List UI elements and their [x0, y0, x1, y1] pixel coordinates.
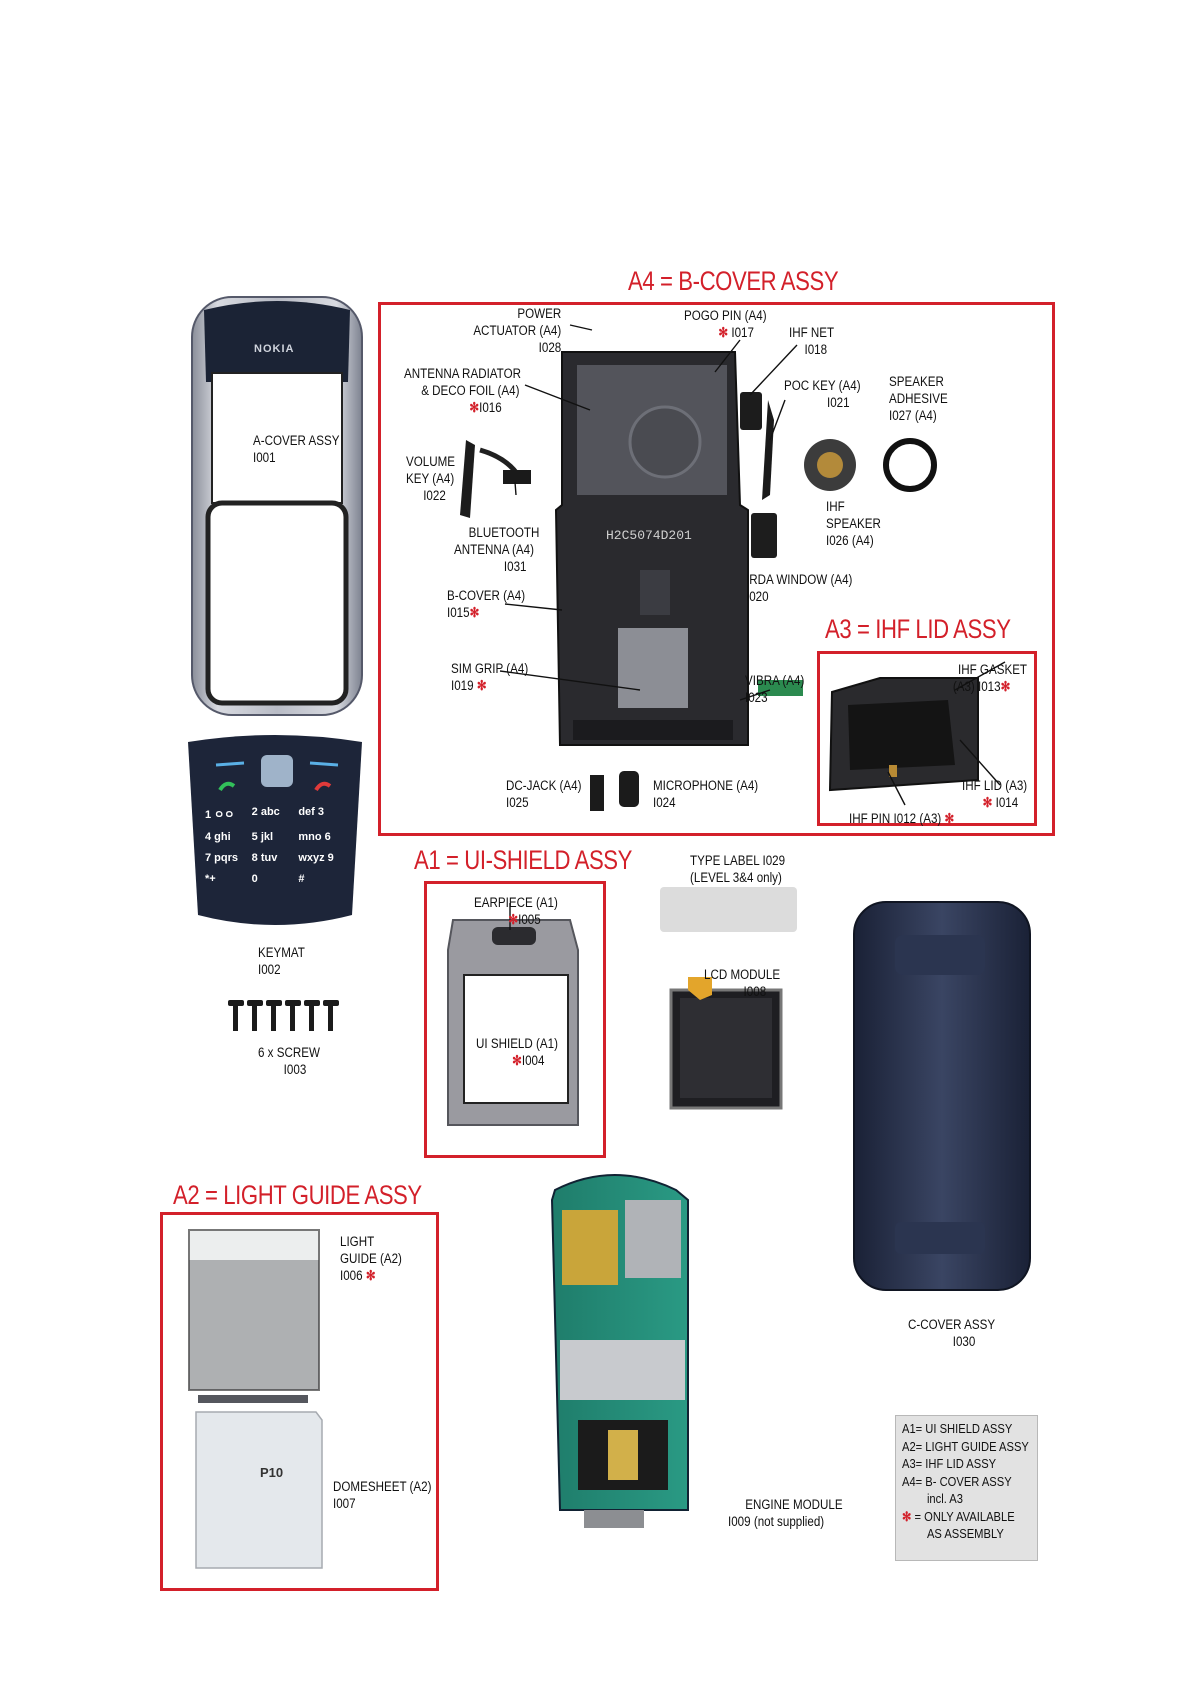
label-microphone: MICROPHONE (A4)I024 [653, 777, 758, 811]
label-b-cover: B-COVER (A4) I015✻ [447, 587, 525, 621]
light-guide-drawing [189, 1230, 319, 1403]
label-earpiece: EARPIECE (A1) ✻I005 [474, 894, 558, 928]
label-vibra: VIBRA (A4)I023 [745, 672, 804, 706]
keymat-key: 8 tuv [252, 852, 299, 864]
c-cover-drawing [854, 902, 1030, 1290]
board-marking: H2C5074D201 [606, 528, 692, 543]
a-cover-brand: NOKIA [254, 343, 294, 355]
keymat-key: 0 [252, 873, 299, 885]
legend-box: A1= UI SHIELD ASSY A2= LIGHT GUIDE ASSY … [895, 1415, 1038, 1561]
legend-item: incl. A3 [902, 1490, 1013, 1508]
label-ihf-lid: IHF LID (A3) ✻ I014 [962, 777, 1027, 811]
keymat-key: def 3 [298, 806, 345, 822]
keymat-keys: 1 ㅇㅇ 2 abc def 3 4 ghi 5 jkl mno 6 7 pqr… [205, 806, 345, 885]
label-pogo-pin: POGO PIN (A4) ✻ I017 [684, 307, 767, 341]
legend-item: AS ASSEMBLY [902, 1525, 1013, 1543]
label-poc-key: POC KEY (A4)I021 [784, 377, 861, 411]
label-irda-window: IRDA WINDOW (A4)I020 [746, 571, 852, 605]
label-ui-shield: UI SHIELD (A1) ✻I004 [476, 1035, 558, 1069]
keymat-key: *+ [205, 873, 252, 885]
b-cover-drawing [556, 352, 748, 745]
star-icon: ✻ [508, 912, 518, 927]
keymat-key: wxyz 9 [298, 852, 345, 864]
legend-item: A4= B- COVER ASSY [902, 1473, 1013, 1491]
label-dc-jack: DC-JACK (A4)I025 [506, 777, 581, 811]
ui-shield-drawing [448, 920, 578, 1125]
legend-item: A3= IHF LID ASSY [902, 1455, 1013, 1473]
star-icon: ✻ [1001, 679, 1011, 694]
type-label-drawing [660, 887, 797, 932]
star-icon: ✻ [470, 605, 480, 620]
screws-drawing [228, 1000, 339, 1031]
keymat-key: mno 6 [298, 831, 345, 843]
keymat-key: 7 pqrs [205, 852, 252, 864]
a-cover-drawing [192, 297, 362, 715]
legend-item: A1= UI SHIELD ASSY [902, 1420, 1013, 1438]
domesheet-drawing [196, 1412, 322, 1568]
keymat-key: 1 ㅇㅇ [205, 806, 252, 822]
star-icon: ✻ [718, 325, 728, 340]
keymat-key: 4 ghi [205, 831, 252, 843]
keymat-key: 2 abc [252, 806, 299, 822]
legend-item: ✻ = ONLY AVAILABLE [902, 1508, 1013, 1526]
label-domesheet: DOMESHEET (A2)I007 [333, 1478, 431, 1512]
star-icon: ✻ [477, 678, 487, 693]
star-icon: ✻ [512, 1053, 522, 1068]
label-ihf-gasket: IHF GASKET (A3) I013✻ [958, 661, 1027, 695]
keymat-key: 5 jkl [252, 831, 299, 843]
legend-item: A2= LIGHT GUIDE ASSY [902, 1438, 1013, 1456]
engine-module-drawing [552, 1175, 688, 1528]
star-icon: ✻ [469, 400, 479, 415]
domesheet-marking: P10 [260, 1465, 283, 1480]
star-icon: ✻ [902, 1509, 911, 1524]
label-ihf-pin: IHF PIN I012 (A3) ✻ [849, 810, 954, 827]
star-icon: ✻ [945, 811, 955, 826]
star-icon: ✻ [366, 1268, 376, 1283]
label-antenna-radiator: ANTENNA RADIATOR& DECO FOIL (A4) ✻I016 [404, 365, 521, 416]
label-type-label: TYPE LABEL I029(LEVEL 3&4 only) [690, 852, 785, 886]
label-sim-grip: SIM GRIP (A4) I019 ✻ [451, 660, 528, 694]
keymat-key: # [298, 873, 345, 885]
star-icon: ✻ [983, 795, 993, 810]
